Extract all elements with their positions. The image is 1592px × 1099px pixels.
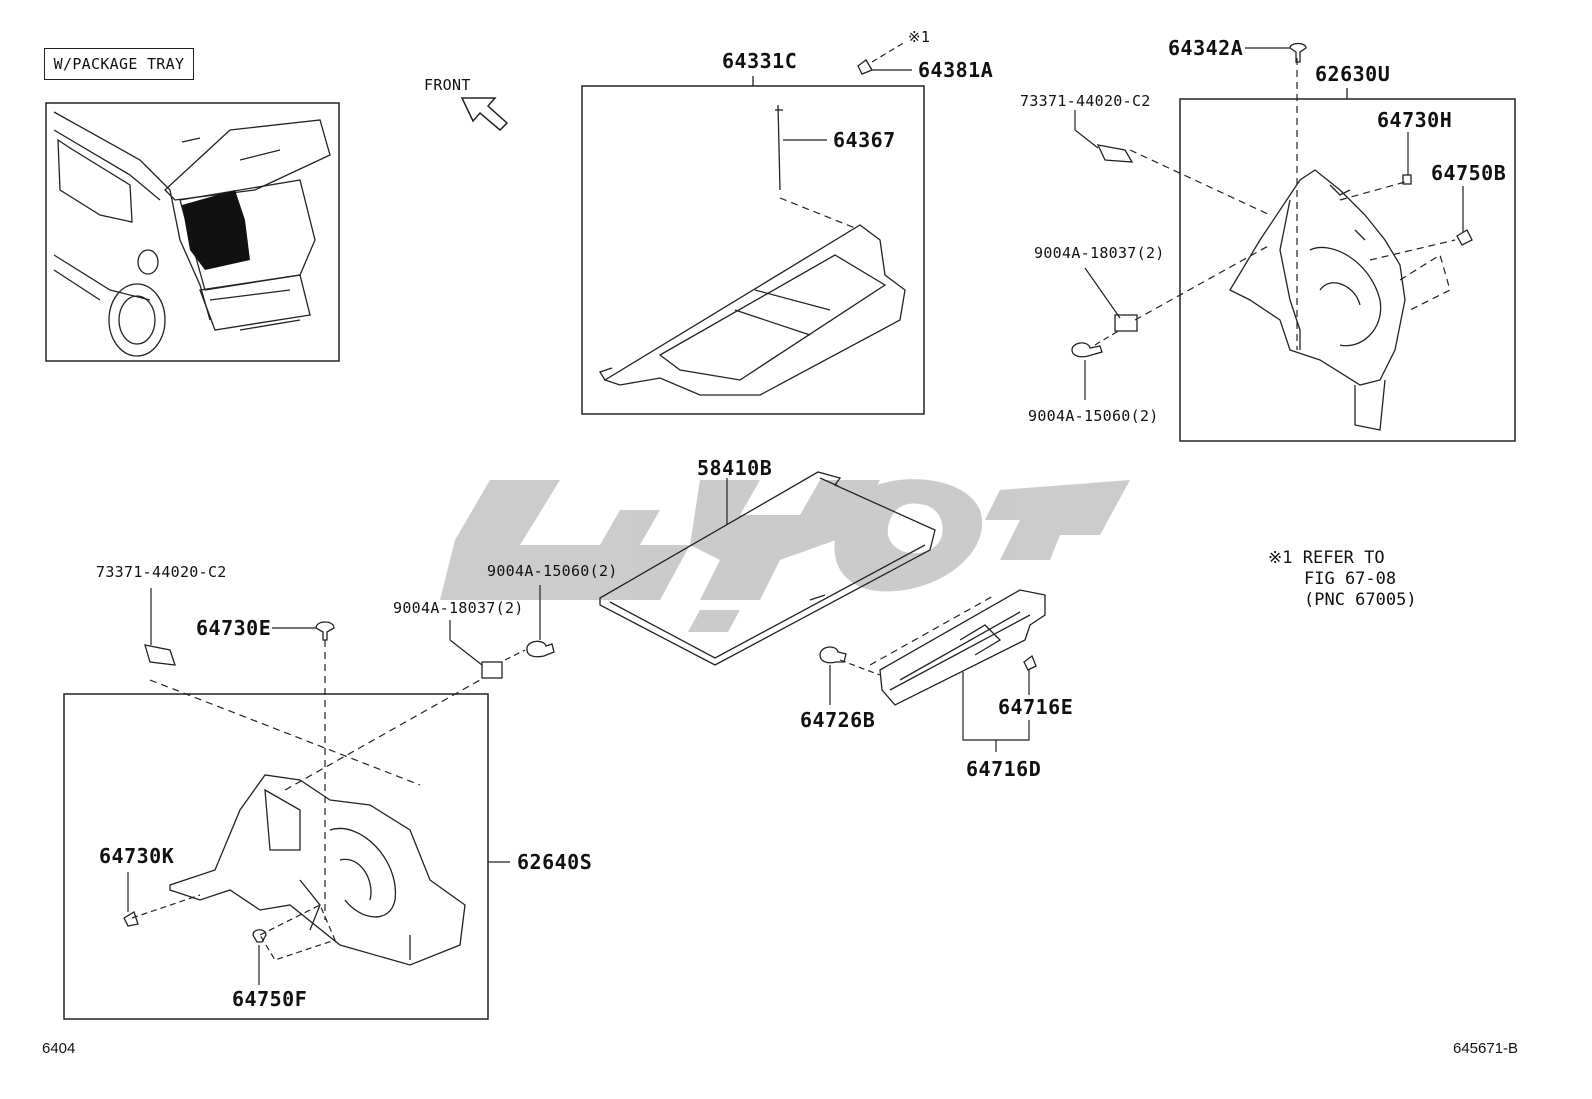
part-label-64342A[interactable]: 64342A xyxy=(1168,36,1244,60)
part-label-64716D[interactable]: 64716D xyxy=(966,757,1042,781)
inset-frame xyxy=(45,102,340,362)
part-label-62630U[interactable]: 62630U xyxy=(1315,62,1391,86)
lh-side-trim-illustration xyxy=(169,774,466,966)
reference-note-line1: REFER TO xyxy=(1302,548,1385,568)
part-label-64726B[interactable]: 64726B xyxy=(800,708,876,732)
reference-note-mark: ※1 xyxy=(1268,548,1293,568)
part-label-64367[interactable]: 64367 xyxy=(833,128,896,152)
part-label-73371-top[interactable]: 73371-44020-C2 xyxy=(1020,92,1151,110)
ref-mark-64381A: ※1 xyxy=(908,28,931,46)
watermark-logo xyxy=(440,479,1130,632)
front-arrow-icon xyxy=(460,97,509,132)
inset-trunk-mat xyxy=(182,190,250,270)
front-label: FRONT xyxy=(424,76,471,94)
part-label-64750B[interactable]: 64750B xyxy=(1431,161,1507,185)
part-label-62640S[interactable]: 62640S xyxy=(517,850,593,874)
deck-board-illustration xyxy=(599,471,936,666)
reference-note: ※1 REFER TO FIG 67-08 (PNC 67005) xyxy=(1268,548,1417,611)
lh-side-trim-frame xyxy=(63,693,489,1020)
fastener-icons-top xyxy=(1071,42,1473,358)
fastener-icons-scuff xyxy=(819,646,1037,671)
reference-note-line2: FIG 67-08 xyxy=(1304,569,1397,589)
part-label-9004A-18037-mid[interactable]: 9004A-18037(2) xyxy=(393,599,524,617)
part-label-73371-bottom[interactable]: 73371-44020-C2 xyxy=(96,563,227,581)
inset-car-illustration xyxy=(53,111,331,357)
part-label-64730E[interactable]: 64730E xyxy=(196,616,272,640)
rh-side-trim-illustration xyxy=(1229,169,1406,431)
scuff-plate-illustration xyxy=(879,589,1046,706)
part-label-64331C[interactable]: 64331C xyxy=(722,49,798,73)
part-label-64750F[interactable]: 64750F xyxy=(232,987,308,1011)
clip-64381A-icon xyxy=(857,59,873,75)
part-label-64730H[interactable]: 64730H xyxy=(1377,108,1453,132)
part-label-64730K[interactable]: 64730K xyxy=(99,844,175,868)
package-tray-illustration xyxy=(599,104,906,396)
part-label-64381A[interactable]: 64381A xyxy=(918,58,994,82)
part-label-9004A-15060-top[interactable]: 9004A-15060(2) xyxy=(1028,407,1159,425)
rh-side-trim-frame xyxy=(1179,98,1516,442)
reference-note-line3: (PNC 67005) xyxy=(1304,590,1417,610)
part-label-9004A-15060-mid[interactable]: 9004A-15060(2) xyxy=(487,562,618,580)
part-label-9004A-18037-top[interactable]: 9004A-18037(2) xyxy=(1034,244,1165,262)
fastener-icons-lh xyxy=(123,621,555,943)
footer-section-code: 6404 xyxy=(42,1040,76,1057)
part-label-58410B[interactable]: 58410B xyxy=(697,456,773,480)
footer-figure-code: 645671-B xyxy=(1453,1040,1519,1057)
package-tray-variant-text: W/PACKAGE TRAY xyxy=(53,54,185,73)
package-tray-variant-label: W/PACKAGE TRAY xyxy=(44,48,194,80)
part-label-64716E[interactable]: 64716E xyxy=(998,695,1074,719)
